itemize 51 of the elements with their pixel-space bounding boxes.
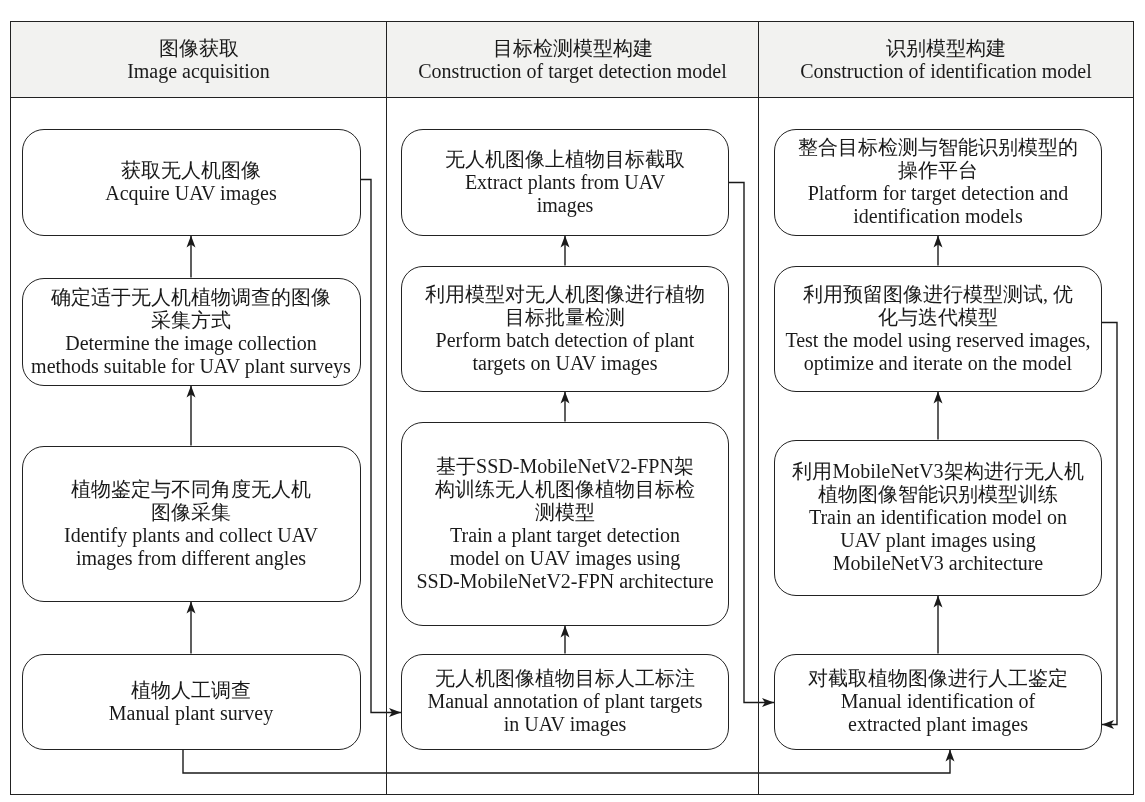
column-heading: Image acquisition xyxy=(127,59,270,83)
column-heading: Construction of identification model xyxy=(800,59,1092,83)
step-translation: Acquire UAV images xyxy=(105,182,277,205)
arrow xyxy=(182,748,955,774)
process-box xyxy=(401,128,729,236)
arrow xyxy=(1101,321,1118,729)
process-box xyxy=(21,445,361,602)
process-box xyxy=(774,265,1102,392)
table-column xyxy=(387,21,759,795)
process-box xyxy=(774,439,1102,596)
step-text: 获取无人机图像 xyxy=(121,159,261,182)
step-text: 无人机图像上植物目标截取 xyxy=(445,147,685,171)
step-translation: Determine the image collection methods suitable for UAV plant surveys xyxy=(31,331,351,378)
arrow xyxy=(560,390,570,423)
arrow xyxy=(186,234,196,279)
step-translation: Platform for target detection and identification models xyxy=(807,182,1069,228)
step-translation: Manual annotation of plant targets in UAV images xyxy=(427,690,703,736)
process-box xyxy=(21,653,361,750)
step-translation: Extract plants from UAV images xyxy=(464,170,666,217)
column-heading: 图像获取 xyxy=(158,36,239,60)
process-box xyxy=(401,653,729,750)
process-box xyxy=(401,265,729,392)
column-heading: Construction of target detection model xyxy=(418,59,727,83)
arrow xyxy=(728,181,775,707)
process-box xyxy=(21,277,361,386)
process-box xyxy=(401,421,729,626)
step-translation: Test the model using reserved images, optimize and iterate on the model xyxy=(785,328,1091,375)
process-box xyxy=(21,128,361,236)
column-heading: 识别模型构建 xyxy=(886,36,1006,60)
process-box xyxy=(774,653,1102,750)
arrow xyxy=(933,390,943,441)
arrow xyxy=(186,600,196,655)
step-translation: Identify plants and collect UAV images from different angles xyxy=(63,523,319,570)
arrow xyxy=(359,178,402,717)
step-translation: Manual identification of extracted plant images xyxy=(840,690,1036,736)
arrow xyxy=(933,234,943,267)
step-translation: Train a plant target detection model on UAV images using SSD-MobileNetV2-FPN architecture xyxy=(416,523,714,593)
arrow xyxy=(560,234,570,267)
step-translation: Perform batch detection of plant targets on UAV images xyxy=(435,328,695,375)
table-column xyxy=(10,21,387,795)
process-box xyxy=(774,128,1102,236)
arrow xyxy=(560,624,570,655)
step-text: 无人机图像植物目标人工标注 xyxy=(435,667,695,690)
arrow xyxy=(933,594,943,655)
step-text: 植物人工调查 xyxy=(131,678,251,702)
step-translation: Manual plant survey xyxy=(108,701,274,725)
table-column xyxy=(759,21,1134,795)
column-heading: 目标检测模型构建 xyxy=(492,36,653,60)
arrow xyxy=(186,384,196,447)
step-text: 对截取植物图像进行人工鉴定 xyxy=(808,667,1068,690)
step-translation: Train an identification model on UAV plant images using MobileNetV3 architecture xyxy=(808,506,1068,575)
